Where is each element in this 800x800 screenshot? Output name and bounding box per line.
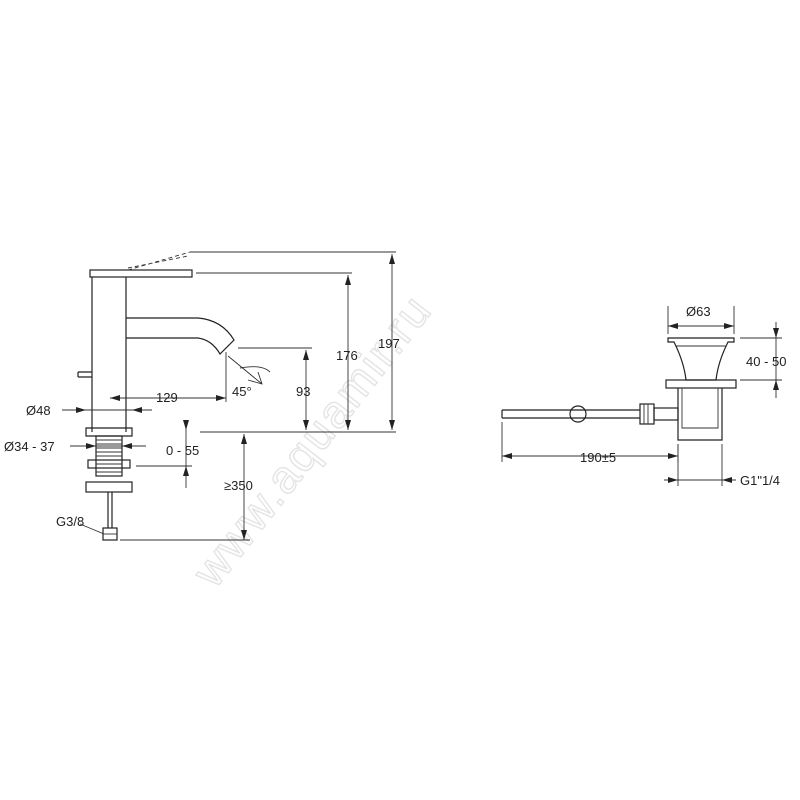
faucet-base <box>85 427 133 437</box>
dim-base-diameter: Ø48 <box>26 403 51 418</box>
dim-drain-thread: G1"1/4 <box>740 473 780 488</box>
dim-spout-reach: 129 <box>156 390 178 405</box>
dim-height-spout-top: 176 <box>336 348 358 363</box>
dim-hole-diameter: Ø34 - 37 <box>4 439 55 454</box>
watermark: www.aquamir.ru <box>181 284 441 597</box>
faucet-drawing: 197 176 93 45° 129 Ø48 Ø34 - 37 <box>4 251 400 541</box>
faucet-pin <box>77 371 92 378</box>
faucet-spout <box>126 317 235 355</box>
handle-open-position <box>127 251 191 271</box>
dim-height-total: 197 <box>378 336 400 351</box>
drain-rod <box>501 403 679 425</box>
drain-cap <box>667 337 735 381</box>
drain-collar <box>665 379 737 389</box>
faucet-hose <box>102 492 118 541</box>
drain-body <box>677 388 723 441</box>
dim-drain-height: 40 - 50 <box>746 354 786 369</box>
faucet-shank <box>85 435 133 493</box>
faucet-body <box>91 277 127 432</box>
dim-drain-top-diameter: Ø63 <box>686 304 711 319</box>
dim-countertop: 0 - 55 <box>166 443 199 458</box>
dim-spout-height: 93 <box>296 384 310 399</box>
dim-angle: 45° <box>232 384 252 399</box>
dim-connection: G3/8 <box>56 514 84 529</box>
faucet-handle <box>89 269 193 278</box>
dim-rod-length: 190±5 <box>580 450 616 465</box>
dim-hose-length: ≥350 <box>224 478 253 493</box>
drain-drawing: Ø63 40 - 50 190±5 G1"1/4 <box>501 304 786 488</box>
